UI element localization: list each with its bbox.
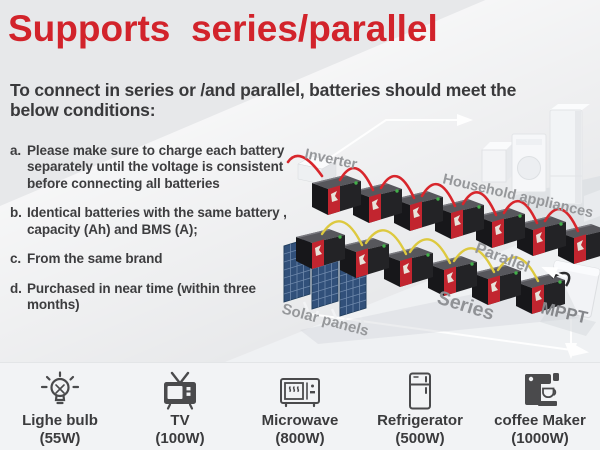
condition-item-d: d. Purchased in near time (within three … bbox=[10, 281, 302, 314]
appliance-tv: TV (100W) bbox=[120, 363, 240, 450]
appliance-power: (800W) bbox=[275, 430, 325, 447]
condition-prefix: b. bbox=[10, 205, 22, 221]
condition-prefix: c. bbox=[10, 251, 22, 267]
microwave-icon bbox=[277, 370, 323, 412]
appliance-power: (1000W) bbox=[511, 430, 569, 447]
appliance-name: Lighe bulb bbox=[22, 412, 98, 429]
appliance-name: coffee Maker bbox=[494, 412, 586, 429]
tv-icon bbox=[158, 370, 202, 412]
coffee-maker-icon bbox=[518, 370, 562, 412]
appliance-light-bulb: Lighe bulb (55W) bbox=[0, 363, 120, 450]
appliance-power-bar: Lighe bulb (55W) TV (100W) bbox=[0, 362, 600, 450]
appliance-power: (100W) bbox=[155, 430, 205, 447]
appliance-name: TV bbox=[170, 412, 190, 429]
light-bulb-icon bbox=[38, 370, 82, 412]
condition-prefix: a. bbox=[10, 143, 22, 158]
appliance-refrigerator: Refrigerator (500W) bbox=[360, 363, 480, 450]
appliance-name: Refrigerator bbox=[377, 412, 463, 429]
condition-item-c: c. From the same brand bbox=[10, 251, 302, 267]
condition-item-a: a. Please make sure to charge each batte… bbox=[10, 143, 302, 192]
conditions-list: a. Please make sure to charge each batte… bbox=[10, 143, 302, 327]
condition-prefix: d. bbox=[10, 280, 22, 296]
condition-text: Purchased in near time (within three mon… bbox=[27, 280, 256, 313]
battery bbox=[340, 238, 389, 278]
subtitle: To connect in series or /and parallel, b… bbox=[10, 80, 517, 121]
appliance-coffee-maker: coffee Maker (1000W) bbox=[480, 363, 600, 450]
page-title: Supports series/parallel bbox=[8, 8, 438, 49]
appliance-name: Microwave bbox=[261, 412, 339, 429]
appliance-power: (55W) bbox=[39, 430, 81, 447]
refrigerator-icon bbox=[398, 370, 442, 412]
condition-item-b: b. Identical batteries with the same bat… bbox=[10, 205, 302, 238]
condition-text: Please make sure to charge each battery … bbox=[27, 143, 285, 191]
appliance-microwave: Microwave (800W) bbox=[240, 363, 360, 450]
appliance-power: (500W) bbox=[395, 430, 445, 447]
battery bbox=[384, 247, 433, 287]
condition-text: From the same brand bbox=[27, 251, 163, 267]
condition-text: Identical batteries with the same batter… bbox=[27, 205, 287, 237]
